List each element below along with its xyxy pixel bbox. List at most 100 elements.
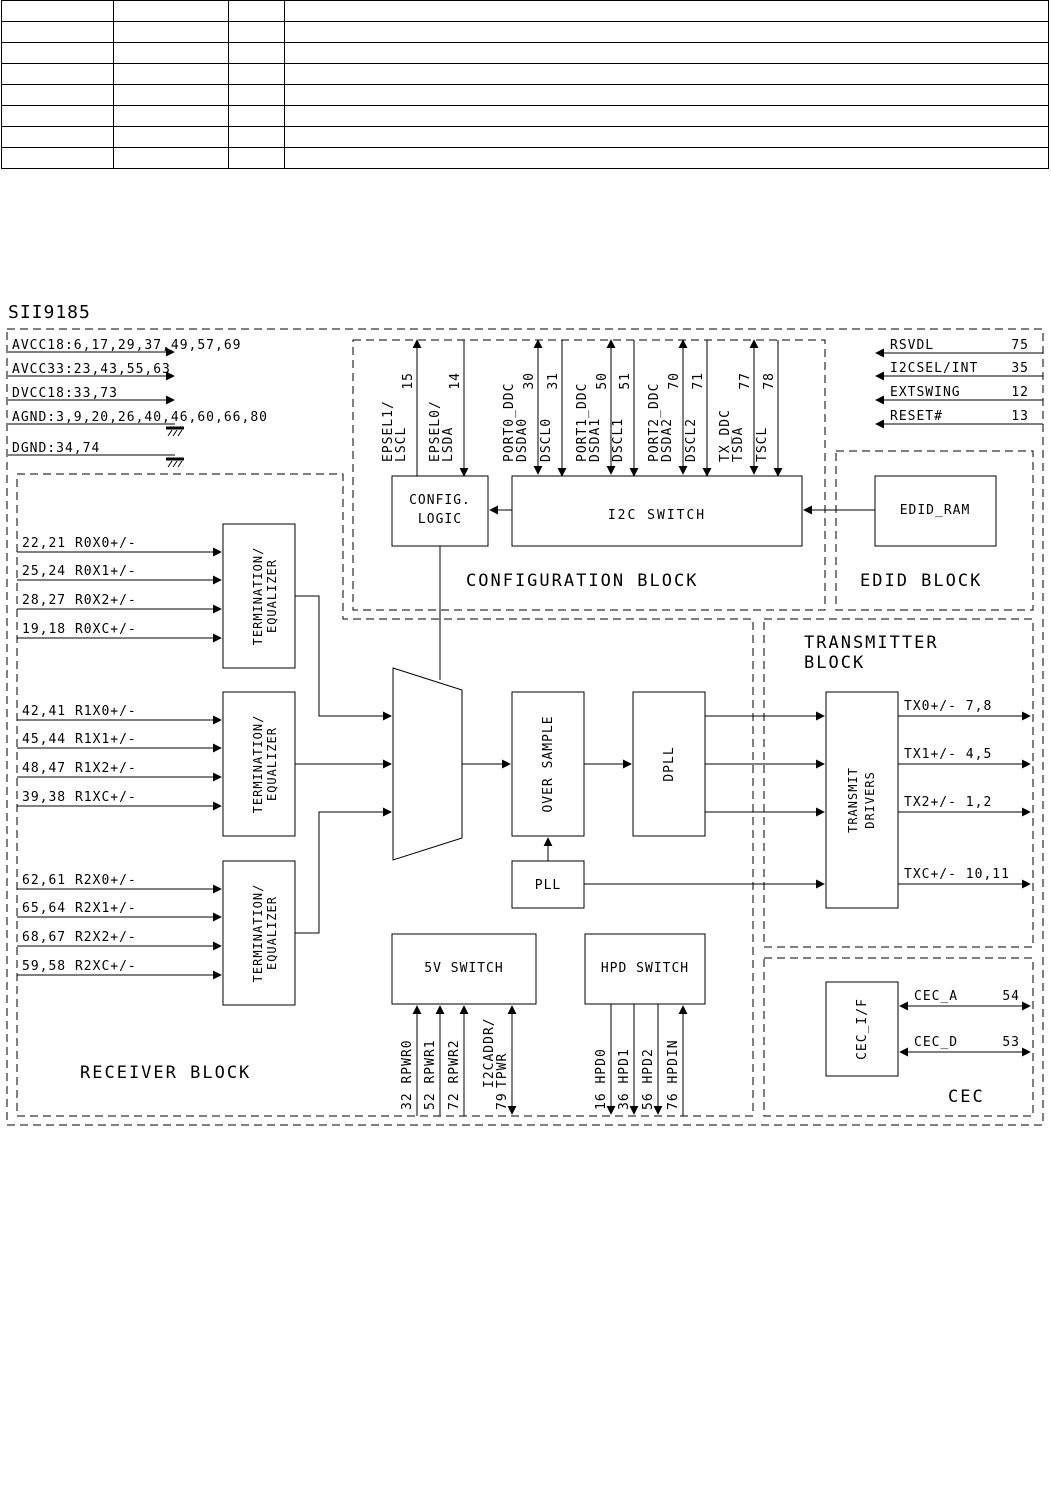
top-pin-name-tscl: TSCL [755, 427, 770, 462]
switch-5v-block [391, 933, 537, 1005]
header-table [1, 0, 1049, 169]
bottom-pin-label-hpd1: 36 HPD1 [617, 1048, 632, 1110]
right-pin-name-extswing: EXTSWING [890, 385, 961, 400]
tx-output-label-txc: TXC+/- 10,11 [904, 867, 1010, 882]
top-pin-group-dsda1: PORT1_DDC [575, 383, 590, 462]
configuration-block-title: CONFIGURATION BLOCK [466, 571, 698, 591]
cec-region [763, 957, 1034, 1117]
rx-inputs: 22,21 R0X0+/-25,24 R0X1+/-28,27 R0X2+/-1… [17, 536, 222, 980]
table-row [1, 105, 1049, 127]
tx-output-label-tx1: TX1+/- 4,5 [904, 747, 992, 762]
bottom-pin-label-rpwr0: 32 RPWR0 [400, 1039, 415, 1110]
rx-input-label-r1x0: 42,41 R1X0+/- [22, 704, 137, 719]
pll-label: PLL [535, 878, 561, 893]
right-pin-name-i2csel: I2CSEL/INT [890, 361, 978, 376]
right-pin-num-extswing: 12 [1011, 385, 1029, 400]
term-eq-label2-0: EQUALIZER [265, 559, 279, 633]
power-pin-label-dgnd: DGND:34,74 [12, 441, 100, 456]
top-pin-name-dscl2: DSCL2 [684, 418, 699, 462]
transmit-drivers-block [825, 691, 899, 909]
term-eq-block-2 [222, 860, 296, 1006]
dpll-block [632, 691, 706, 837]
top-pin-name-epsel1: LSCL [394, 427, 409, 462]
bottom-pin-label-hpd0: 16 HPD0 [594, 1048, 609, 1110]
top-pin-num-tscl: 78 [762, 372, 777, 390]
rx-input-label-r0x1: 25,24 R0X1+/- [22, 564, 137, 579]
transmitter-region [763, 618, 1034, 948]
top-pin-num-tsda: 77 [738, 372, 753, 390]
power-pins: AVCC18:6,17,29,37,49,57,69AVCC33:23,43,5… [8, 338, 268, 456]
right-pin-num-i2csel: 35 [1011, 361, 1029, 376]
rx-input-label-r1x1: 45,44 R1X1+/- [22, 732, 137, 747]
hpd-switch-block [584, 933, 706, 1005]
term-eq-block-0 [222, 523, 296, 669]
switch-5v-label: 5V SWITCH [424, 961, 503, 976]
dpll-label: DPLL [662, 746, 677, 781]
power-pin-label-avcc18: AVCC18:6,17,29,37,49,57,69 [12, 338, 242, 353]
power-pin-label-agnd: AGND:3,9,20,26,40,46,60,66,80 [12, 410, 268, 425]
top-pin-name-dsda2: DSDA2 [660, 418, 675, 462]
table-row [1, 42, 1049, 64]
rx-input-label-r1xc: 39,38 R1XC+/- [22, 790, 137, 805]
right-pin-name-reset: RESET# [890, 409, 943, 424]
top-pin-name-epsel0: LSDA [441, 427, 456, 462]
table-cell [284, 147, 1049, 169]
chip-label: SII9185 [8, 302, 91, 323]
term-eq-label-1: TERMINATION/ [251, 715, 265, 814]
mux-block [392, 667, 463, 861]
pll-block [511, 860, 585, 909]
top-pin-name-dscl0: DSCL0 [539, 418, 554, 462]
bottom-pin-name-i2caddr: TPWR [495, 1053, 510, 1088]
term-eq-label2-1: EQUALIZER [265, 727, 279, 801]
top-pin-num-dsda1: 50 [595, 372, 610, 390]
top-pins: 15LSCLEPSEL1/14LSDAEPSEL0/30DSDA0PORT0_D… [381, 339, 783, 477]
top-pin-group-epsel1: EPSEL1/ [381, 400, 396, 462]
chip-outline [6, 328, 1044, 1126]
power-pin-label-avcc33: AVCC33:23,43,55,63 [12, 362, 171, 377]
bottom-pin-label-rpwr1: 52 RPWR1 [423, 1039, 438, 1110]
top-pin-num-dscl1: 51 [618, 372, 633, 390]
hpd-switch-label: HPD SWITCH [601, 961, 689, 976]
rx-input-label-r2x0: 62,61 R2X0+/- [22, 873, 137, 888]
right-pin-name-rsvdl: RSVDL [890, 338, 934, 353]
cec-if-label: CEC_I/F [855, 998, 870, 1060]
bottom-pin-label-rpwr2: 72 RPWR2 [447, 1039, 462, 1110]
top-pin-group-tsda: TX_DDC [718, 409, 733, 462]
edid-ram-block [874, 475, 997, 547]
top-pin-group-dsda0: PORT0_DDC [502, 383, 517, 462]
top-pin-num-epsel0: 14 [448, 372, 463, 390]
right-pin-num-rsvdl: 75 [1011, 338, 1029, 353]
top-pin-name-dsda1: DSDA1 [588, 418, 603, 462]
bottom-pin-label-hpd2: 56 HPD2 [641, 1048, 656, 1110]
right-pin-num-reset: 13 [1011, 409, 1029, 424]
configuration-region [352, 339, 826, 611]
term-eq-label2-2: EQUALIZER [265, 896, 279, 970]
rx-input-label-r2x1: 65,64 R2X1+/- [22, 901, 137, 916]
tx-output-label-tx0: TX0+/- 7,8 [904, 699, 992, 714]
bottom-pin-label-hpdin: 76 HPDIN [666, 1039, 681, 1110]
top-pin-group-epsel0: EPSEL0/ [428, 400, 443, 462]
top-pin-num-dsda0: 30 [522, 372, 537, 390]
term-eq-label-0: TERMINATION/ [251, 547, 265, 646]
transmitter-block-title: TRANSMITTER [804, 633, 939, 653]
rx-input-label-r2x2: 68,67 R2X2+/- [22, 930, 137, 945]
edid-block-title: EDID BLOCK [860, 571, 982, 591]
cec-block-title: CEC [948, 1087, 985, 1107]
term-eq-label-2: TERMINATION/ [251, 884, 265, 983]
receiver-region [16, 473, 754, 1117]
transmitter-block-title-2: BLOCK [804, 653, 865, 673]
tx-output-label-tx2: TX2+/- 1,2 [904, 795, 992, 810]
receiver-block-title: RECEIVER BLOCK [80, 1063, 251, 1083]
power-pin-label-dvcc18: DVCC18:33,73 [12, 386, 118, 401]
config-logic-label-2: LOGIC [418, 512, 462, 527]
rx-input-label-r0xc: 19,18 R0XC+/- [22, 622, 137, 637]
top-pin-name-dsda0: DSDA0 [515, 418, 530, 462]
table-row [1, 147, 1049, 169]
cec-if-block [825, 981, 899, 1077]
rx-input-label-r2xc: 59,58 R2XC+/- [22, 959, 137, 974]
config-logic-label: CONFIG. [409, 493, 471, 508]
top-pin-num-dscl2: 71 [691, 372, 706, 390]
